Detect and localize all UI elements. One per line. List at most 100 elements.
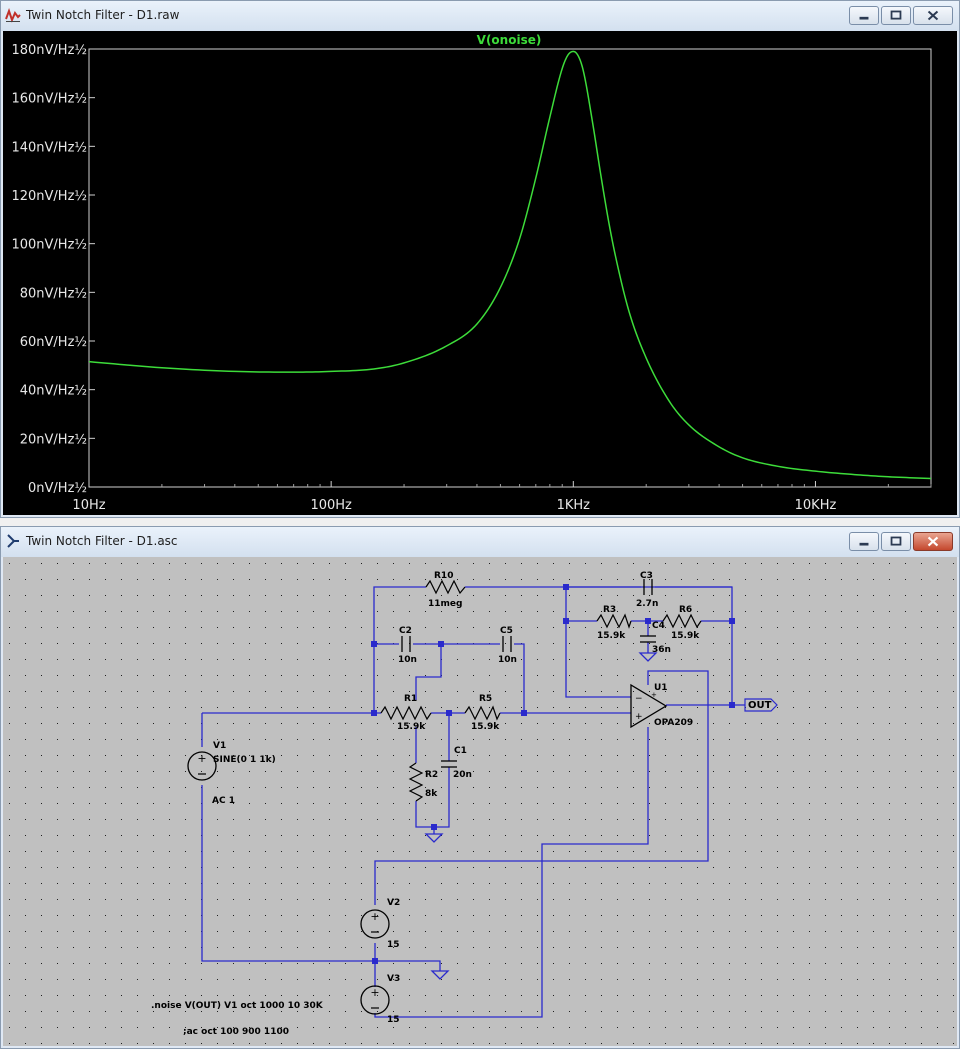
ac-directive-comment[interactable]: ;ac oct 100 900 1100 <box>183 1027 289 1037</box>
resistor-r1[interactable] <box>380 705 432 721</box>
minimize-button[interactable] <box>849 532 879 551</box>
minimize-icon <box>859 16 869 20</box>
x-tick-label: 1KHz <box>557 498 591 513</box>
c5-value[interactable]: 10n <box>498 655 517 665</box>
resistor-r2[interactable] <box>408 762 424 802</box>
v1-ac[interactable]: AC 1 <box>212 796 235 806</box>
c5-ref[interactable]: C5 <box>500 626 513 636</box>
resistor-r10[interactable] <box>425 579 466 595</box>
capacitor-c3[interactable] <box>643 579 653 595</box>
v3-value[interactable]: 15 <box>387 1015 400 1025</box>
out-label: OUT <box>748 700 772 711</box>
c2-ref[interactable]: C2 <box>399 626 412 636</box>
r5-ref[interactable]: R5 <box>479 694 492 704</box>
r1-value[interactable]: 15.9k <box>397 722 426 732</box>
opamp-minus: − <box>635 694 643 704</box>
r3-value[interactable]: 15.9k <box>597 631 626 641</box>
v1-value[interactable]: SINE(0 1 1k) <box>213 755 276 765</box>
y-tick-label: 20nV/Hz½ <box>20 432 87 447</box>
restore-icon <box>890 536 902 546</box>
capacitor-c2[interactable] <box>401 636 411 652</box>
plot-titlebar[interactable]: Twin Notch Filter - D1.raw <box>1 1 959 31</box>
close-button[interactable] <box>913 6 953 25</box>
schematic-window[interactable]: Twin Notch Filter - D1.asc <box>0 526 960 1049</box>
v2-ref[interactable]: V2 <box>387 898 400 908</box>
opamp-plus: + <box>635 712 643 722</box>
grid-dots <box>3 557 957 1046</box>
y-tick-label: 60nV/Hz½ <box>20 335 87 350</box>
schematic-titlebar[interactable]: Twin Notch Filter - D1.asc <box>1 527 959 557</box>
r10-ref[interactable]: R10 <box>434 571 453 581</box>
x-tick-label: 10KHz <box>795 498 837 513</box>
svg-text:+: + <box>370 910 379 923</box>
minimize-button[interactable] <box>849 6 879 25</box>
voltage-source-v2[interactable]: + <box>360 909 390 939</box>
x-tick-label: 100Hz <box>310 498 352 513</box>
y-tick-label: 180nV/Hz½ <box>11 43 87 58</box>
u1-value[interactable]: OPA209 <box>654 718 693 728</box>
waveform-icon <box>5 8 21 23</box>
c2-value[interactable]: 10n <box>398 655 417 665</box>
c3-ref[interactable]: C3 <box>640 571 653 581</box>
r2-ref[interactable]: R2 <box>425 770 438 780</box>
r5-value[interactable]: 15.9k <box>471 722 500 732</box>
out-net-flag[interactable]: OUT <box>744 698 778 712</box>
waveform-plot[interactable]: 0nV/Hz½ 20nV/Hz½ 40nV/Hz½ 60nV/Hz½ 80nV/Hz½ 1… <box>3 31 957 515</box>
resistor-r5[interactable] <box>464 705 501 721</box>
resistor-r6[interactable] <box>662 613 702 629</box>
restore-icon <box>890 10 902 20</box>
capacitor-c5[interactable] <box>502 636 512 652</box>
ground-icon <box>430 970 450 980</box>
opamp-vplus: + <box>651 691 657 699</box>
close-icon <box>927 536 939 547</box>
r1-ref[interactable]: R1 <box>404 694 417 704</box>
x-tick-label: 10Hz <box>72 498 105 513</box>
r6-value[interactable]: 15.9k <box>671 631 700 641</box>
noise-directive[interactable]: .noise V(OUT) V1 oct 1000 10 30K <box>151 1001 324 1011</box>
noise-chart[interactable]: 0nV/Hz½ 20nV/Hz½ 40nV/Hz½ 60nV/Hz½ 80nV/Hz½ 1… <box>3 31 957 515</box>
schematic-icon <box>7 534 19 548</box>
opamp-u1[interactable]: − + + <box>630 683 668 729</box>
r3-ref[interactable]: R3 <box>603 605 616 615</box>
ground-icon <box>638 652 658 662</box>
close-icon <box>927 10 939 21</box>
voltage-source-v1[interactable]: + <box>187 751 217 781</box>
y-tick-label: 100nV/Hz½ <box>11 238 87 253</box>
v1-ref[interactable]: V1 <box>213 741 226 751</box>
svg-text:+: + <box>197 752 206 765</box>
v2-value[interactable]: 15 <box>387 940 400 950</box>
minimize-icon <box>859 542 869 546</box>
schematic-drawing[interactable]: − + + OUT + + + <box>3 557 957 1046</box>
y-tick-label: 40nV/Hz½ <box>20 384 87 399</box>
r2-value[interactable]: 8k <box>425 789 438 799</box>
svg-text:+: + <box>370 986 379 999</box>
resistor-r3[interactable] <box>596 613 632 629</box>
component-labels: R10 11meg C3 2.7n R3 15.9k R6 15.9k C4 3… <box>212 571 700 1025</box>
schematic-canvas[interactable]: − + + OUT + + + <box>3 557 957 1046</box>
voltage-source-v3[interactable]: + <box>360 985 390 1015</box>
u1-ref[interactable]: U1 <box>654 683 668 693</box>
trace-label[interactable]: V(onoise) <box>477 33 542 47</box>
c3-value[interactable]: 2.7n <box>636 599 658 609</box>
spice-directives: .noise V(OUT) V1 oct 1000 10 30K ;ac oct… <box>151 1001 324 1037</box>
plot-window[interactable]: Twin Notch Filter - D1.raw 0nV/Hz½ 20nV/H… <box>0 0 960 518</box>
capacitor-c1[interactable] <box>441 760 457 768</box>
plot-window-title: Twin Notch Filter - D1.raw <box>26 8 180 22</box>
c1-ref[interactable]: C1 <box>454 746 467 756</box>
y-tick-label: 80nV/Hz½ <box>20 286 87 301</box>
restore-button[interactable] <box>881 532 911 551</box>
v3-ref[interactable]: V3 <box>387 974 400 984</box>
y-tick-label: 0nV/Hz½ <box>28 481 87 496</box>
c4-value[interactable]: 36n <box>652 645 671 655</box>
restore-button[interactable] <box>881 6 911 25</box>
capacitor-c4[interactable] <box>640 635 656 643</box>
c4-ref[interactable]: C4 <box>652 621 665 631</box>
ground-icon <box>424 833 444 843</box>
r6-ref[interactable]: R6 <box>679 605 692 615</box>
close-button[interactable] <box>913 532 953 551</box>
schematic-window-title: Twin Notch Filter - D1.asc <box>26 534 178 548</box>
plot-frame <box>88 48 932 488</box>
r10-value[interactable]: 11meg <box>428 599 462 609</box>
c1-value[interactable]: 20n <box>453 770 472 780</box>
y-tick-label: 140nV/Hz½ <box>11 140 87 155</box>
